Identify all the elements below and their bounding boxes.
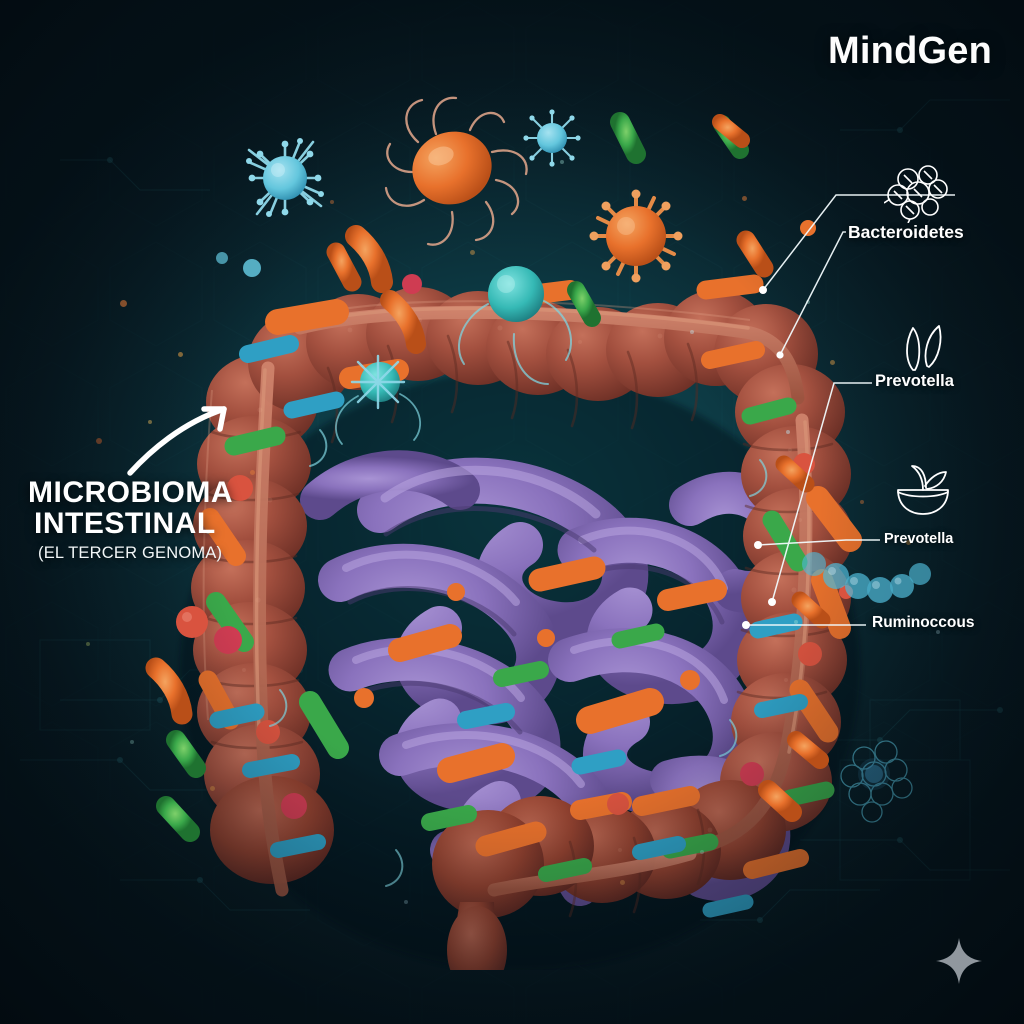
four-point-star-icon [936,938,982,984]
bowl-plant-icon [897,465,949,515]
callout-label-prevotella-1: Prevotella [875,372,954,390]
callout-label-bacteroidetes: Bacteroidetes [848,222,964,242]
callout-label-ruminoccous: Ruminoccous [872,614,975,631]
curved-arrow-icon [127,406,227,476]
cocci-cluster-icon [884,165,948,223]
brand-logo: MindGen [828,30,992,72]
leaf-sprout-icon [906,325,942,371]
callout-label-prevotella-2: Prevotella [884,531,954,547]
